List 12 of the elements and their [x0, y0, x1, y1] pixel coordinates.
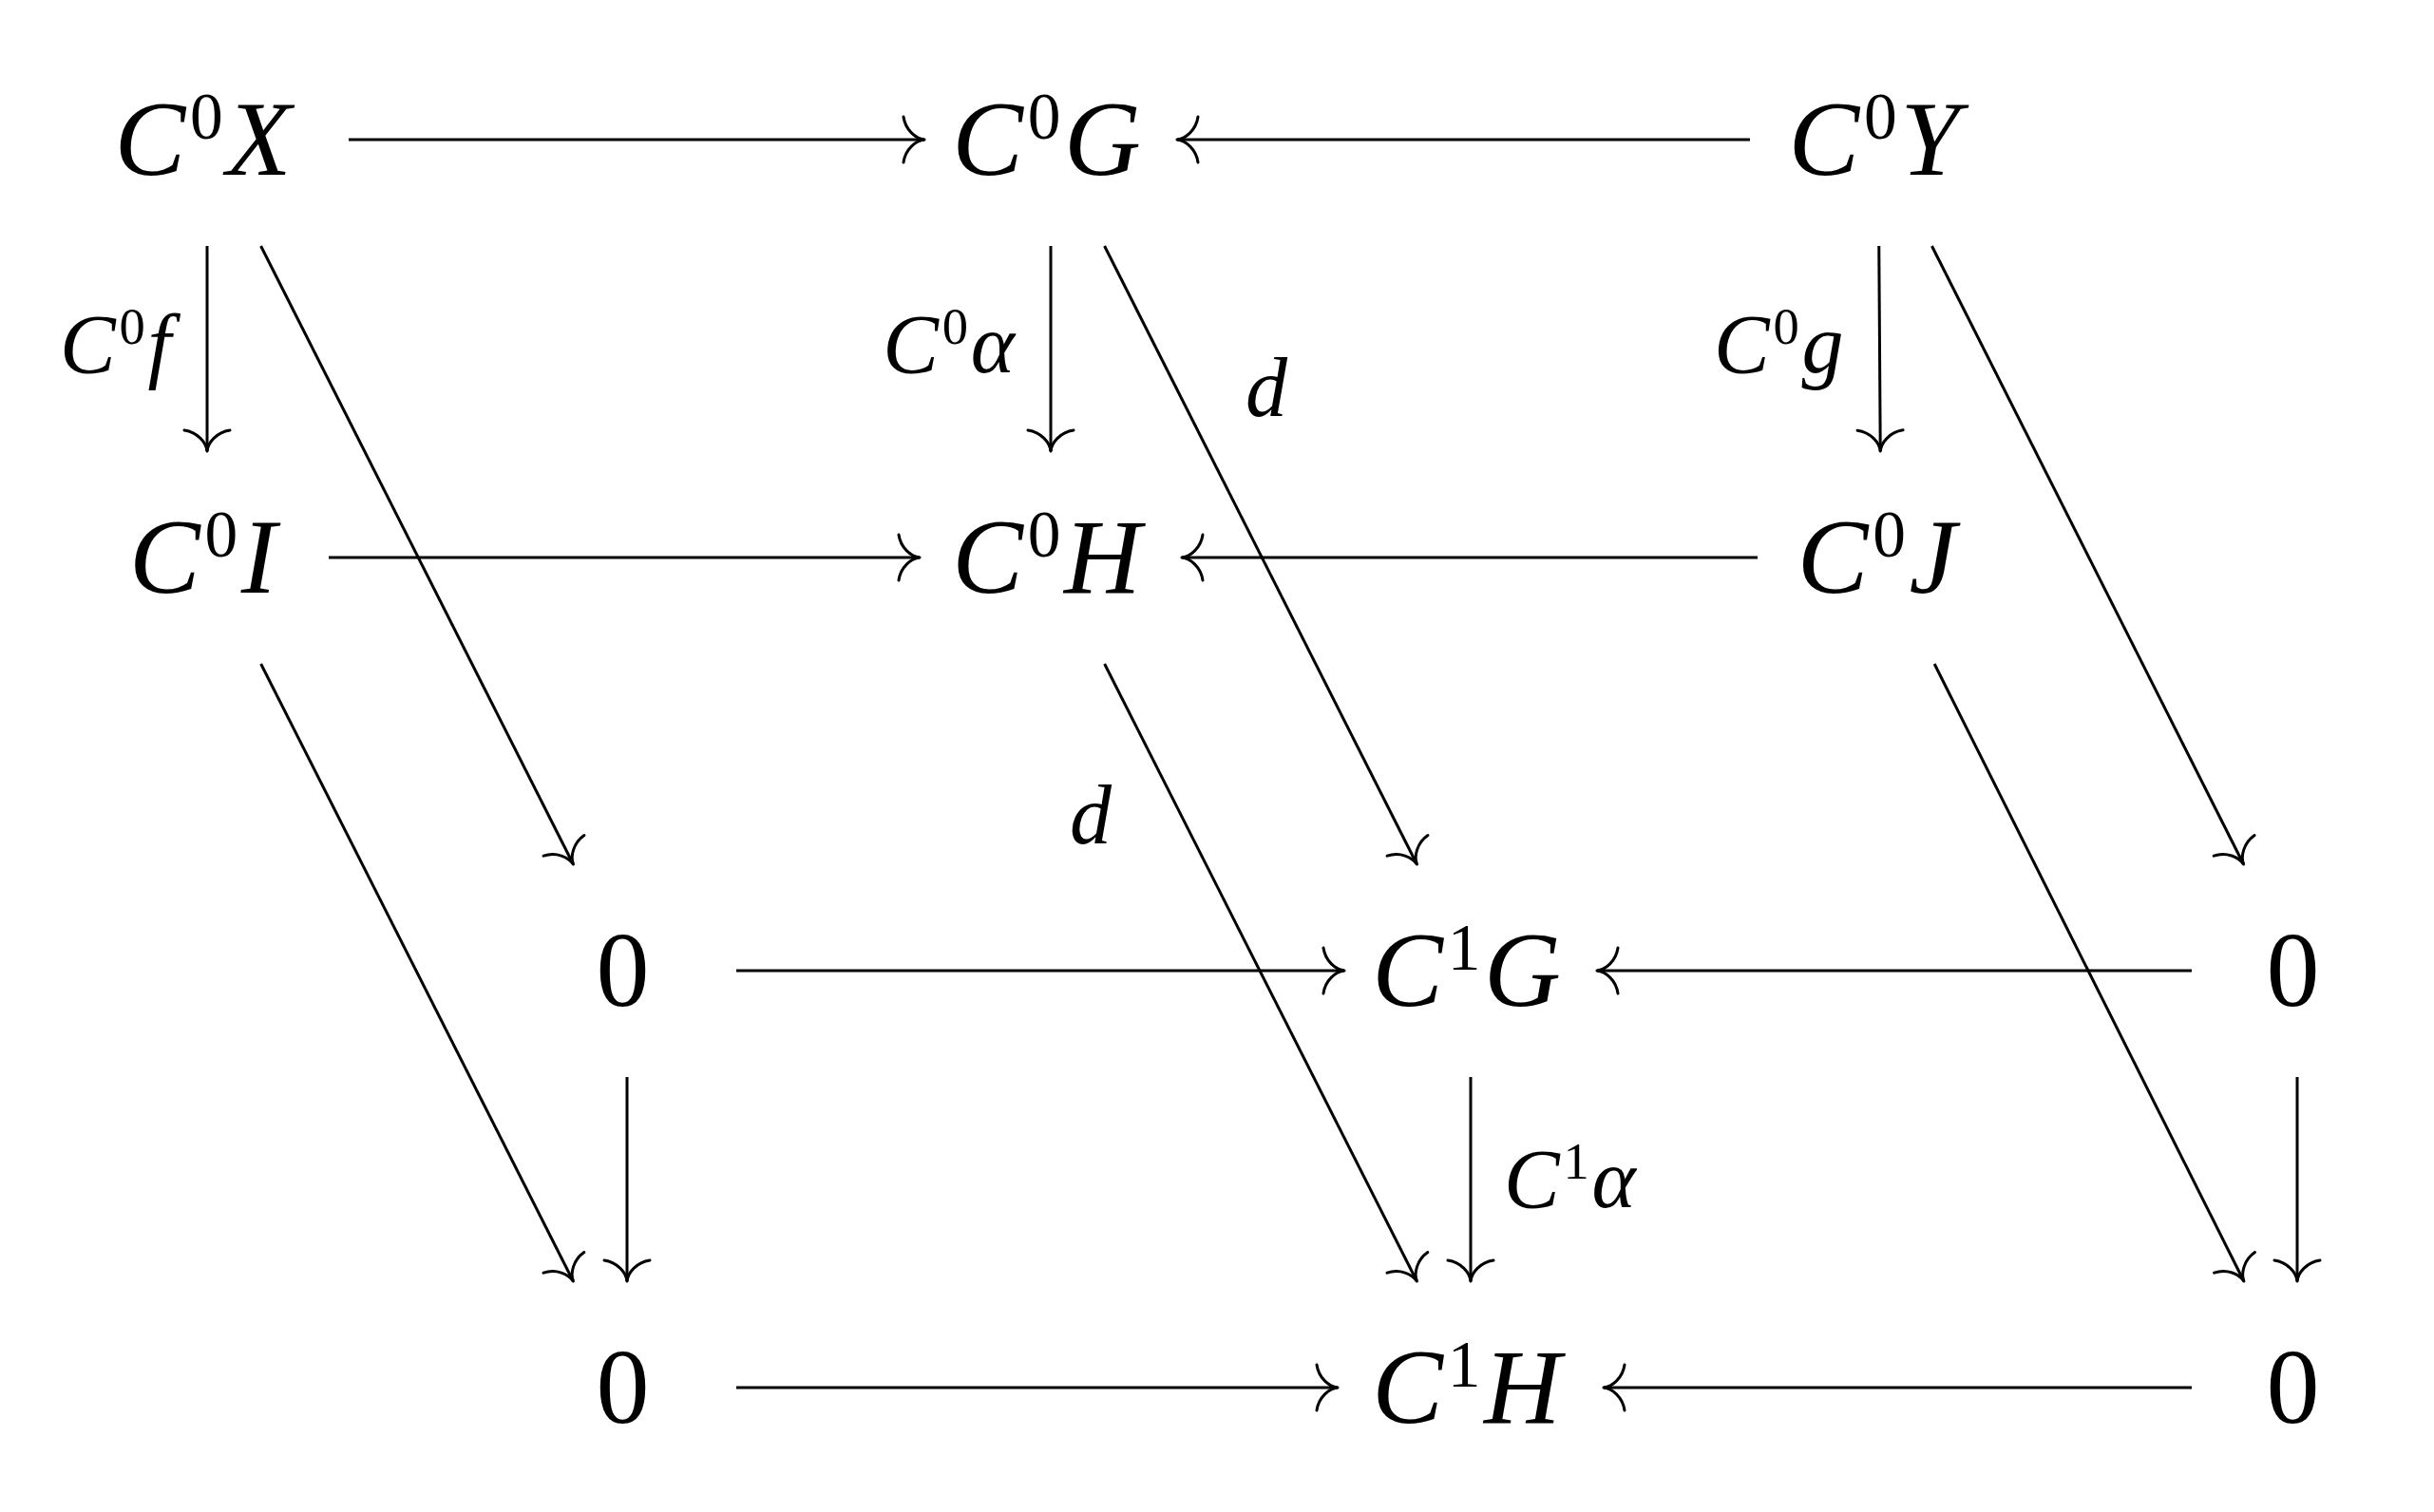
object-label: C$^{0}$X: [107, 80, 307, 199]
object-label: C$^{1}$G: [1365, 911, 1576, 1030]
object-label: 0: [589, 1328, 665, 1447]
object-label: C$^{0}$I: [123, 498, 292, 617]
object-label: 0: [2259, 911, 2335, 1030]
object-label: C$^{0}$H: [945, 498, 1156, 617]
object-label: C$^{0}$Y: [1781, 80, 1975, 199]
object-label: C$^{0}$J: [1791, 498, 1971, 617]
object-label: C$^{1}$H: [1365, 1328, 1576, 1447]
object-label: C$^{0}$G: [945, 80, 1156, 199]
object-label: 0: [2259, 1328, 2335, 1447]
object-label: 0: [589, 911, 665, 1030]
